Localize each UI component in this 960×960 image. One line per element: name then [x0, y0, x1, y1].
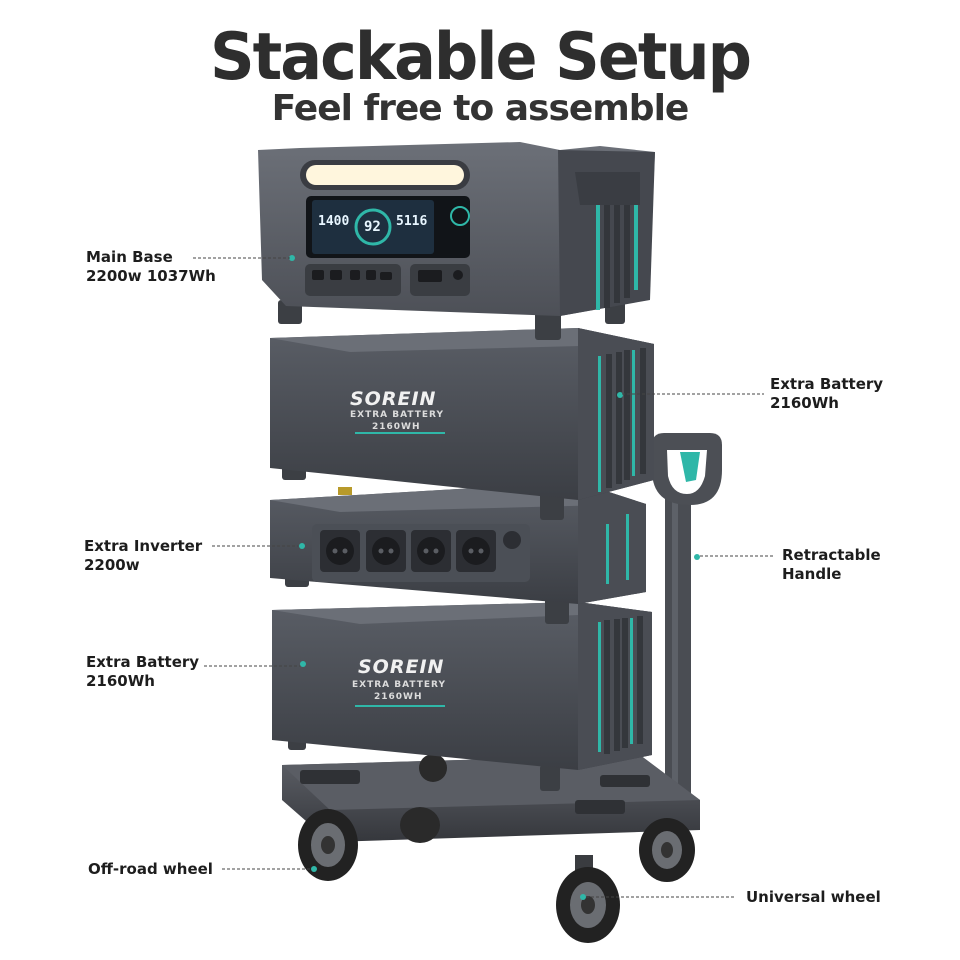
- leader-lines: [193, 257, 774, 898]
- callout-retractable-handle-line2: Handle: [782, 565, 842, 583]
- extra-inverter-unit: [270, 482, 646, 624]
- battery-capacity-bottom: 2160WH: [374, 692, 423, 702]
- callout-retractable-handle-line1: Retractable: [782, 546, 881, 564]
- universal-wheel-rear: [639, 818, 695, 882]
- brand-logo-top: SOREIN: [350, 388, 437, 410]
- callout-extra-battery-top-title: Extra Battery: [770, 375, 884, 393]
- extra-battery-top-unit: [270, 328, 654, 520]
- callout-extra-inverter-spec: 2200w: [84, 556, 140, 574]
- extra-battery-bottom-unit: [272, 602, 652, 791]
- off-road-wheel-left: [298, 809, 358, 881]
- page-title: Stackable Setup: [209, 18, 752, 95]
- callout-off-road-wheel-title: Off-road wheel: [88, 860, 213, 878]
- battery-capacity-top: 2160WH: [372, 422, 421, 432]
- callout-universal-wheel-title: Universal wheel: [746, 888, 881, 906]
- callout-universal-wheel: Universal wheel: [746, 888, 881, 907]
- cart: [282, 433, 722, 842]
- callout-extra-battery-bottom-title: Extra Battery: [86, 653, 200, 671]
- callout-main-base: Main Base 2200w 1037Wh: [86, 248, 216, 286]
- battery-label-bottom: EXTRA BATTERY: [352, 680, 446, 690]
- callout-extra-battery-top-spec: 2160Wh: [770, 394, 839, 412]
- brand-logo-bottom: SOREIN: [358, 656, 445, 678]
- callout-extra-battery-top: Extra Battery 2160Wh: [770, 375, 883, 413]
- callout-extra-battery-bottom-spec: 2160Wh: [86, 672, 155, 690]
- callout-main-base-spec: 2200w 1037Wh: [86, 267, 216, 285]
- battery-label-top: EXTRA BATTERY: [350, 410, 444, 420]
- main-base-unit: [258, 142, 655, 340]
- display-output-readout: 5116: [396, 214, 428, 229]
- callout-retractable-handle: Retractable Handle: [782, 546, 881, 584]
- off-road-wheel-rear: [400, 754, 447, 843]
- callout-extra-inverter: Extra Inverter 2200w: [84, 537, 202, 575]
- display-percent-readout: 92: [364, 219, 381, 235]
- callout-extra-inverter-title: Extra Inverter: [84, 537, 203, 555]
- callout-extra-battery-bottom: Extra Battery 2160Wh: [86, 653, 199, 691]
- display-input-readout: 1400: [318, 214, 350, 229]
- callout-off-road-wheel: Off-road wheel: [88, 860, 213, 879]
- callout-main-base-title: Main Base: [86, 248, 173, 266]
- universal-wheel-front: [556, 855, 620, 943]
- page-subtitle: Feel free to assemble: [271, 88, 690, 129]
